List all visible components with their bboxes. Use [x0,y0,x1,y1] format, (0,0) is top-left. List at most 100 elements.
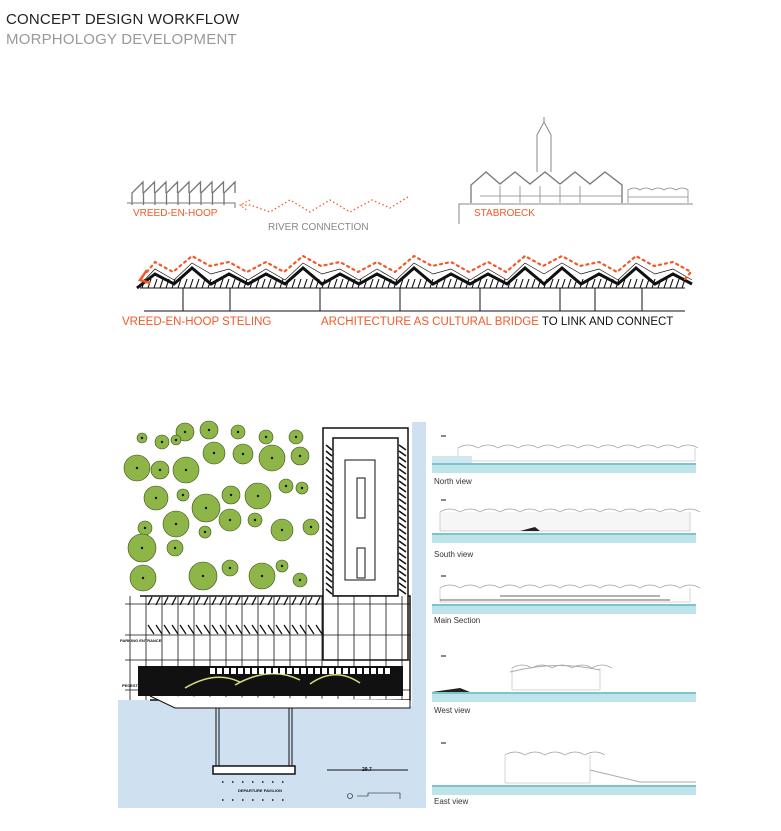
west-view-body [511,668,601,691]
south-view-water [432,533,696,543]
bridge-caption-rest: TO LINK AND CONNECT [541,316,674,328]
tree-trunk [160,440,164,444]
tree-trunk [141,576,145,580]
page-subtitle: MORPHOLOGY DEVELOPMENT [6,31,237,48]
stabroeck-ground [458,203,693,224]
tree-trunk [174,438,178,442]
vreed-en-hoop-label: VREED-EN-HOOP [133,208,218,219]
river-water [118,706,412,808]
main-section-water [432,604,696,614]
departure-pavilion [212,765,296,775]
parking-entrance-label: PARKING ENTRANCE [120,638,162,643]
tree-trunk [236,430,240,434]
tree-trunk [203,530,207,534]
tree-trunk [294,435,298,439]
north-view-water [432,463,696,473]
main-section-roof [439,584,701,589]
tree-trunk [284,484,288,488]
west-view-roof-curve [509,665,601,673]
south-view-waterline [432,533,696,535]
scale-length: 29.7 [362,767,372,773]
bridge-roof [136,266,693,290]
plan-grid [125,596,410,700]
stabroeck-roofs [470,171,623,203]
arrow-head-icon [137,269,151,285]
tree-trunk [140,546,144,550]
tree-trunk [143,526,147,530]
tree-trunk [207,428,211,432]
tree-trunk [228,566,232,570]
bridge-roof-upper [136,262,693,289]
stabroeck-label: STABROECK [474,208,535,219]
east-view-waterline [432,785,696,787]
tree-trunk [154,496,158,500]
parking-stalls-bottom [147,596,323,635]
steling-label: VREED-EN-HOOP STELING [122,316,272,328]
tree-trunk [184,468,188,472]
tree-trunk [212,451,216,455]
west-view-waterline [432,692,696,694]
bridge-caption-highlight: ARCHITECTURE AS CULTURAL BRIDGE [321,316,539,328]
east-view-water [432,785,696,795]
river-connection-label: RIVER CONNECTION [268,222,369,233]
tree-trunk [201,574,205,578]
page-title: CONCEPT DESIGN WORKFLOW [6,11,240,28]
tree-trunk [229,493,233,497]
tree-trunk [173,546,177,550]
east-view-roof [504,751,606,756]
graphic-scale [357,792,401,799]
tree-trunk [264,435,268,439]
tree-trunk [256,494,260,498]
concept-diagram [127,117,693,312]
south-view-boat [520,527,540,531]
seating-blocks [210,668,390,674]
tree-trunk [228,518,232,522]
tree-trunk [270,456,274,460]
north-view-waterline [432,463,696,465]
elevation-label-south: South view [434,550,474,559]
bridge-caption: ARCHITECTURE AS CULTURAL BRIDGE TO LINK … [321,316,673,328]
tree-trunk [298,454,302,458]
vreed-en-hoop-ground [127,202,236,208]
main-section-deck [440,595,670,601]
south-view-body [439,512,691,532]
elevation-label-west: West view [434,706,471,715]
tree-trunk [300,486,304,490]
tree-trunk [280,528,284,532]
parking-island [356,477,366,519]
north-arrow-icon [347,793,353,799]
main-section-body [439,588,691,603]
tree-trunk [253,518,257,522]
tree-trunk [241,452,245,456]
tree-trunk [181,493,185,497]
elevation-label-north: North view [434,477,472,486]
tree-trunk [183,430,187,434]
vreed-en-hoop-sawtooth-building [131,180,236,205]
parking-island [356,547,366,579]
east-view-slope [589,769,696,783]
tree-trunk [140,436,144,440]
parking-stalls [325,444,407,595]
river-water-edge [412,422,426,808]
pedestrian-entrance-label: PEDESTRIAN ENTRANCE [122,683,172,688]
tree-trunk [309,525,313,529]
site-edge [118,422,412,426]
clock-tower [536,117,552,172]
departure-pavilion-label: DEPARTURE PAVILION [238,788,283,793]
tree-trunk [280,564,284,568]
pavilion-dots [222,781,284,801]
north-view-bank [432,456,472,463]
river-connection-arrow [240,196,409,213]
elevation-label-east: East view [434,797,469,806]
cultural-bridge-dotted-line [145,254,693,282]
tree-trunk [260,574,264,578]
west-view-bank [432,688,470,692]
north-view-body [457,448,696,462]
tree-trunk [204,506,208,510]
market-building [627,187,689,203]
elevation-label-main-section: Main Section [434,616,481,625]
south-view-roof [439,508,701,513]
arrow-head-icon [239,199,251,212]
